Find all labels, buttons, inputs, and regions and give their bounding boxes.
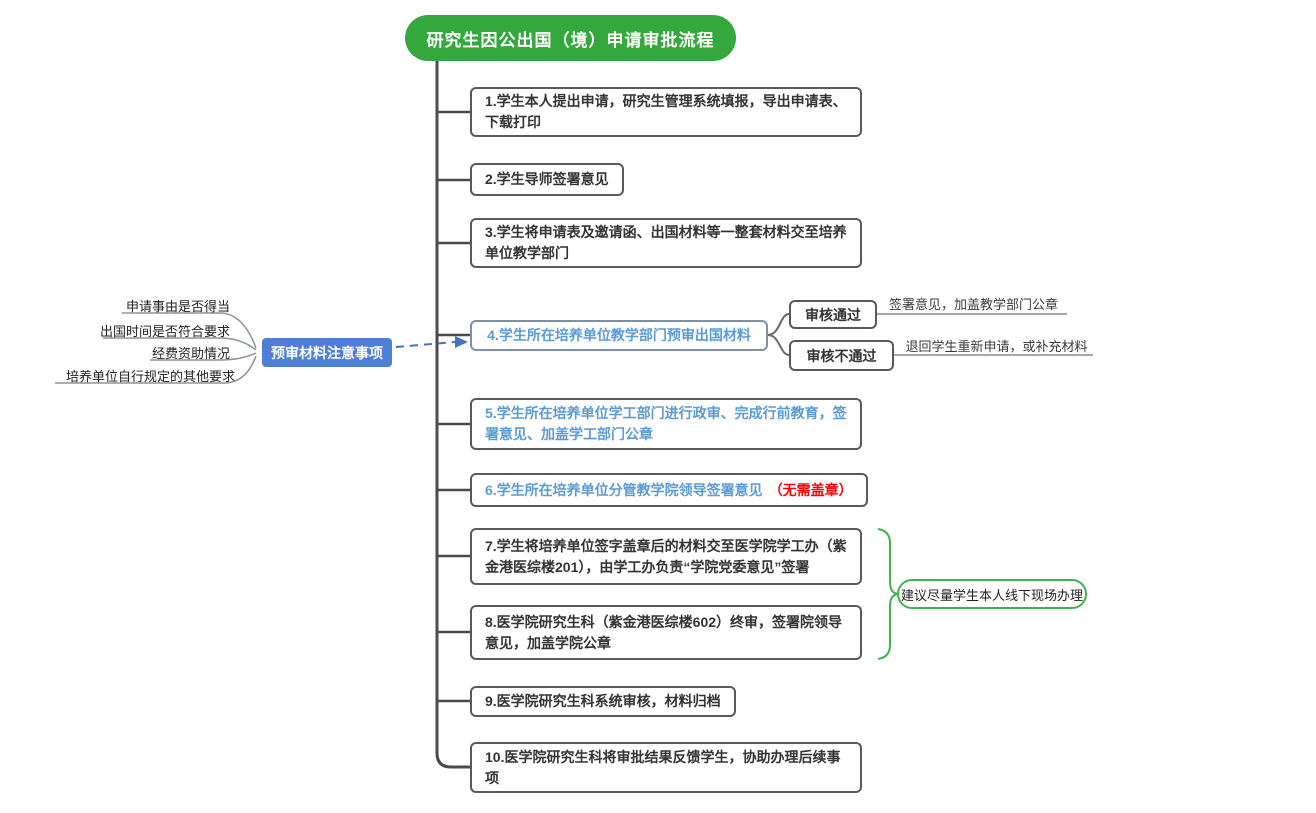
step-box-4[interactable]: 4.学生所在培养单位教学部门预审出国材料 xyxy=(470,320,768,351)
step-1-label: 1.学生本人提出申请，研究生管理系统填报，导出申请表、下载打印 xyxy=(485,93,847,130)
precheck-item-3[interactable]: 经费资助情况 xyxy=(152,343,230,362)
step-5-label: 5.学生所在培养单位学工部门进行政审、完成行前教育，签署意见、加盖学工部门公章 xyxy=(485,405,847,442)
dashed-arrow-head xyxy=(455,336,468,348)
precheck-item-1[interactable]: 申请事由是否得当 xyxy=(126,296,230,315)
step-box-6[interactable]: 6.学生所在培养单位分管教学院领导签署意见 （无需盖章） xyxy=(470,473,868,507)
review-pass-result[interactable]: 签署意见，加盖教学部门公章 xyxy=(880,294,1067,313)
review-pass-result-label: 签署意见，加盖教学部门公章 xyxy=(888,297,1058,312)
root-topic[interactable]: 研究生因公出国（境）申请审批流程 xyxy=(405,15,736,61)
step-4-label: 4.学生所在培养单位教学部门预审出国材料 xyxy=(487,327,751,343)
curly-brace xyxy=(877,528,899,660)
step-box-3[interactable]: 3.学生将申请表及邀请函、出国材料等一整套材料交至培养单位教学部门 xyxy=(470,218,862,268)
precheck-topic[interactable]: 预审材料注意事项 xyxy=(262,338,392,367)
trunk-line xyxy=(435,61,470,769)
step-7-label: 7.学生将培养单位签字盖章后的材料交至医学院学工办（紫金港医综楼201），由学工… xyxy=(485,537,847,575)
root-topic-label: 研究生因公出国（境）申请审批流程 xyxy=(426,30,715,50)
precheck-item-4[interactable]: 培养单位自行规定的其他要求 xyxy=(66,366,235,385)
precheck-item-2-label: 出国时间是否符合要求 xyxy=(99,324,230,339)
offline-note-pill[interactable]: 建议尽量学生本人线下现场办理 xyxy=(897,579,1087,609)
step-2-label: 2.学生导师签署意见 xyxy=(485,171,609,187)
step-box-1[interactable]: 1.学生本人提出申请，研究生管理系统填报，导出申请表、下载打印 xyxy=(470,87,862,137)
step-box-10[interactable]: 10.医学院研究生科将审批结果反馈学生，协助办理后续事项 xyxy=(470,742,862,793)
step-6-label: 6.学生所在培养单位分管教学院领导签署意见 xyxy=(485,481,763,498)
precheck-topic-label: 预审材料注意事项 xyxy=(271,344,383,361)
precheck-item-3-label: 经费资助情况 xyxy=(151,346,230,361)
review-fail-box[interactable]: 审核不通过 xyxy=(789,340,894,371)
fork-line-fail xyxy=(767,334,790,356)
precheck-item-1-label: 申请事由是否得当 xyxy=(125,299,230,314)
step-8-label: 8.医学院研究生科（紫金港医综楼602）终审，签署院领导意见，加盖学院公章 xyxy=(485,613,843,651)
step-3-label: 3.学生将申请表及邀请函、出国材料等一整套材料交至培养单位教学部门 xyxy=(485,224,847,261)
review-pass-box[interactable]: 审核通过 xyxy=(789,300,877,329)
review-fail-label: 审核不通过 xyxy=(806,347,877,364)
step-6-stamp-note: （无需盖章） xyxy=(768,481,853,498)
review-fail-result[interactable]: 退回学生重新申请，或补充材料 xyxy=(900,336,1093,355)
step-box-9[interactable]: 9.医学院研究生科系统审核，材料归档 xyxy=(470,686,736,717)
dashed-arrow-line xyxy=(395,341,456,348)
precheck-item-2[interactable]: 出国时间是否符合要求 xyxy=(100,321,230,340)
step-box-2[interactable]: 2.学生导师签署意见 xyxy=(470,163,624,196)
review-fail-result-label: 退回学生重新申请，或补充材料 xyxy=(905,339,1088,354)
step-box-5[interactable]: 5.学生所在培养单位学工部门进行政审、完成行前教育，签署意见、加盖学工部门公章 xyxy=(470,398,862,450)
precheck-item-4-label: 培养单位自行规定的其他要求 xyxy=(65,369,235,384)
review-pass-label: 审核通过 xyxy=(805,306,861,323)
step-10-label: 10.医学院研究生科将审批结果反馈学生，协助办理后续事项 xyxy=(485,748,841,786)
fork-line-pass xyxy=(767,313,790,336)
step-9-label: 9.医学院研究生科系统审核，材料归档 xyxy=(485,693,721,709)
step-box-7[interactable]: 7.学生将培养单位签字盖章后的材料交至医学院学工办（紫金港医综楼201），由学工… xyxy=(470,528,862,585)
step-box-8[interactable]: 8.医学院研究生科（紫金港医综楼602）终审，签署院领导意见，加盖学院公章 xyxy=(470,605,862,660)
offline-note-label: 建议尽量学生本人线下现场办理 xyxy=(900,587,1083,603)
